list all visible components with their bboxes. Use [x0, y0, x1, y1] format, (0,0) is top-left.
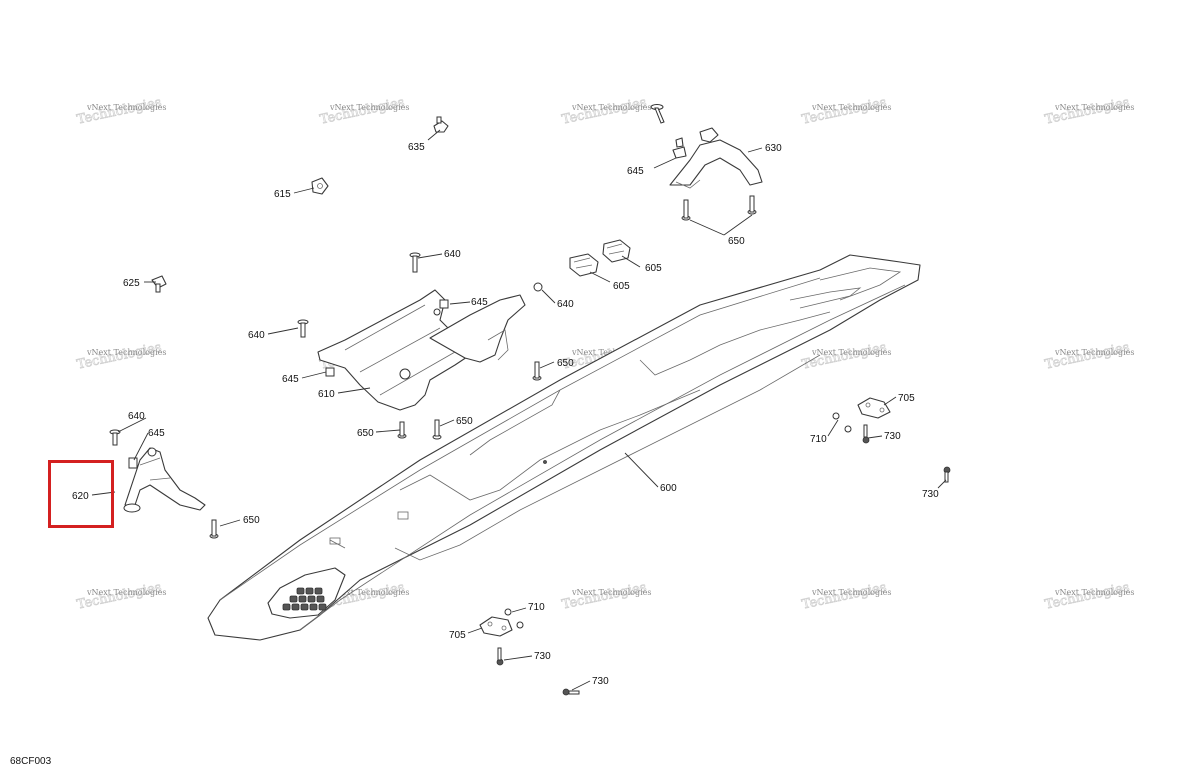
bolt-640-620	[109, 429, 121, 446]
callout-650-d: 650	[456, 416, 473, 427]
callout-645-b: 645	[471, 297, 488, 308]
callout-730-a: 730	[884, 431, 901, 442]
watermark-text: vNext Technologies	[571, 103, 651, 112]
callout-650-a: 650	[728, 236, 745, 247]
grommet-645-b	[325, 367, 335, 377]
callout-730-b: 730	[922, 489, 939, 500]
grommet-645-620	[128, 457, 138, 469]
grommet-645-a	[439, 299, 449, 309]
grille-cell	[316, 595, 325, 603]
watermark-text: vNext Technologies	[86, 588, 166, 597]
callout-640-d: 640	[128, 411, 145, 422]
bracket-630	[669, 127, 763, 189]
clip-605-a	[569, 253, 599, 277]
grille-cell	[298, 595, 307, 603]
callout-705-b: 705	[449, 630, 466, 641]
screw-730-bottom	[562, 688, 580, 696]
rivet-650-right	[747, 195, 757, 215]
callout-650-e: 650	[243, 515, 260, 526]
callout-625: 625	[123, 278, 140, 289]
watermark-text: vNext Technologies	[1054, 588, 1134, 597]
bracket-610	[317, 289, 526, 411]
grille-cell	[300, 603, 309, 611]
callout-605-b: 605	[613, 281, 630, 292]
watermark-text: vNext Technologies	[811, 588, 891, 597]
watermark-text: vNext Technologies	[1054, 103, 1134, 112]
callout-640-a: 640	[444, 249, 461, 260]
watermark-text: vNext Technologies	[571, 588, 651, 597]
bolt-640-top	[409, 252, 421, 273]
vent-grille	[267, 567, 346, 619]
callout-650-b: 650	[557, 358, 574, 369]
bolt-640-left	[297, 319, 309, 338]
rivet-650-center-c	[397, 421, 407, 439]
nut-615	[311, 177, 329, 195]
watermark-text: vNext Technologies	[329, 588, 409, 597]
callout-615: 615	[274, 189, 291, 200]
screw-730-right	[943, 466, 951, 483]
callout-710-b: 710	[528, 602, 545, 613]
callout-620: 620	[72, 491, 89, 502]
callout-730-d: 730	[592, 676, 609, 687]
rivet-650-center-a	[532, 361, 542, 381]
clip-625	[151, 275, 167, 293]
callout-605-a: 605	[645, 263, 662, 274]
grille-cell	[291, 603, 300, 611]
callout-630: 630	[765, 143, 782, 154]
figure-code: 68CF003	[10, 756, 52, 767]
watermark-text: vNext Technologies	[811, 348, 891, 357]
callout-705-a: 705	[898, 393, 915, 404]
bolt-top-630	[650, 104, 665, 124]
callout-645-c: 645	[282, 374, 299, 385]
callout-635: 635	[408, 142, 425, 153]
callout-645-a: 645	[627, 166, 644, 177]
callout-730-c: 730	[534, 651, 551, 662]
clip-635	[433, 116, 449, 133]
callout-645-d: 645	[148, 428, 165, 439]
grille-cell	[307, 595, 316, 603]
rivet-650-620	[209, 519, 219, 539]
grille-cell	[289, 595, 298, 603]
grille-cell	[305, 587, 314, 595]
grille-cell	[314, 587, 323, 595]
callout-710-a: 710	[810, 434, 827, 445]
bracket-705-bottom	[479, 608, 524, 666]
callout-610: 610	[318, 389, 335, 400]
watermark-text: vNext Technologies	[86, 348, 166, 357]
rivet-650-left	[681, 199, 691, 221]
watermark-text: vNext Technologies	[86, 103, 166, 112]
nut-640-right	[533, 282, 543, 292]
bracket-620	[123, 447, 206, 513]
watermark-text: vNext Technologies	[811, 103, 891, 112]
callout-600: 600	[660, 483, 677, 494]
callout-650-c: 650	[357, 428, 374, 439]
watermark-text: vNext Technologies	[329, 103, 409, 112]
callout-640-b: 640	[557, 299, 574, 310]
rivet-650-center-b	[432, 419, 442, 440]
highlight-box-620	[48, 460, 114, 528]
watermark-text: vNext Technologies	[1054, 348, 1134, 357]
grille-cell	[309, 603, 318, 611]
grille-cell	[296, 587, 305, 595]
callout-640-c: 640	[248, 330, 265, 341]
grille-cell	[282, 603, 291, 611]
bracket-705-right	[832, 397, 891, 444]
grille-cell	[318, 603, 327, 611]
running-board-panel	[207, 254, 921, 641]
callout-labels: 635 630 645 615 650 640 605 605 625 645 …	[72, 142, 939, 687]
